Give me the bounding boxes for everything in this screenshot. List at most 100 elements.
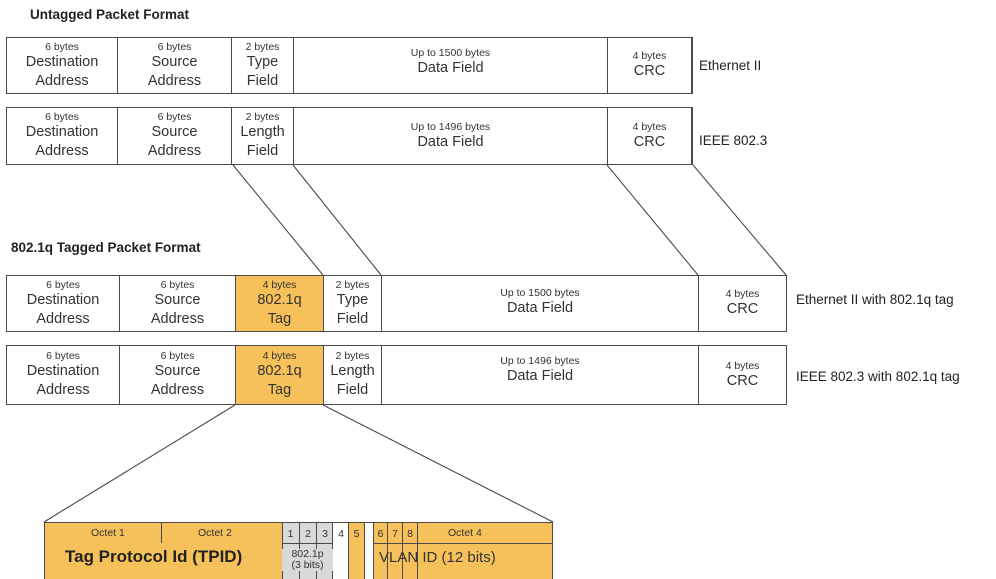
crc-field: 4 bytes CRC <box>608 108 692 164</box>
cfi-bit-area <box>333 523 349 579</box>
length-field: 2 bytes Length Field <box>232 108 294 164</box>
field-size: Up to 1496 bytes <box>410 121 491 133</box>
crc-field: 4 bytes CRC <box>608 38 692 93</box>
dest-address-field: 6 bytes Destination Address <box>7 276 120 331</box>
data-field: Up to 1500 bytes Data Field <box>382 276 699 331</box>
field-size: 4 bytes <box>262 278 297 291</box>
field-size: 4 bytes <box>262 350 297 362</box>
field-size: Up to 1500 bytes <box>410 47 491 59</box>
tpid-label: Tag Protocol Id (TPID) <box>65 547 243 566</box>
field-name: Tag <box>267 382 292 398</box>
source-address-field: 6 bytes Source Address <box>118 108 232 164</box>
field-size: 6 bytes <box>46 278 80 291</box>
row-label: Ethernet II with 802.1q tag <box>796 292 954 307</box>
field-name: Data Field <box>506 368 574 384</box>
field-name: Field <box>336 310 369 327</box>
field-name: Length <box>240 124 285 140</box>
bit-divider <box>282 543 333 544</box>
field-size: Up to 1496 bytes <box>500 355 580 367</box>
priority-name: 802.1p <box>291 548 324 560</box>
bit-8: 8 <box>403 523 418 579</box>
field-name: Address <box>147 143 202 159</box>
field-name: Field <box>246 72 279 89</box>
source-address-field: 6 bytes Source Address <box>118 38 232 93</box>
field-size: 4 bytes <box>632 50 667 62</box>
dest-address-field: 6 bytes Destination Address <box>7 38 118 93</box>
priority-bits: (3 bits) <box>291 559 324 571</box>
bit-4: 4 <box>338 528 344 540</box>
source-address-field: 6 bytes Source Address <box>120 276 236 331</box>
field-name: Source <box>154 291 201 308</box>
data-field: Up to 1500 bytes Data Field <box>294 38 608 93</box>
field-name: Destination <box>25 53 99 70</box>
bit-5: 5 <box>349 523 365 579</box>
field-name: Tag <box>267 310 292 327</box>
field-size: 6 bytes <box>157 111 192 123</box>
gap-area <box>365 523 374 579</box>
bit-7: 7 <box>388 523 403 579</box>
field-name: Destination <box>26 363 100 379</box>
802-1q-tag-field: 4 bytes 802.1q Tag <box>236 276 324 331</box>
field-name: Destination <box>26 291 100 308</box>
octet-divider <box>161 523 162 543</box>
field-name: 802.1q <box>257 291 302 308</box>
field-size: 6 bytes <box>45 111 79 123</box>
octet-2-label: Octet 2 <box>198 527 232 539</box>
field-name: Type <box>336 291 369 308</box>
field-size: 2 bytes <box>245 111 280 123</box>
ethernet-ii-frame: 6 bytes Destination Address 6 bytes Sour… <box>6 37 693 94</box>
field-size: 6 bytes <box>160 350 195 362</box>
type-field: 2 bytes Type Field <box>324 276 382 331</box>
data-field: Up to 1496 bytes Data Field <box>294 108 608 164</box>
bit-divider <box>374 543 418 544</box>
type-field: 2 bytes Type Field <box>232 38 294 93</box>
field-size: 2 bytes <box>245 40 280 53</box>
field-name: Destination <box>25 124 99 140</box>
crc-field: 4 bytes CRC <box>699 346 786 404</box>
dest-address-field: 6 bytes Destination Address <box>7 108 118 164</box>
field-name: Address <box>150 310 205 327</box>
tag-detail-frame: Octet 1 Octet 2 Tag Protocol Id (TPID) 1… <box>44 522 553 579</box>
bit-6: 6 <box>374 523 388 579</box>
field-name: Type <box>246 53 279 70</box>
field-size: Up to 1500 bytes <box>500 287 580 299</box>
ieee-802-3-tagged-frame: 6 bytes Destination Address 6 bytes Sour… <box>6 345 787 405</box>
octet-1-label: Octet 1 <box>91 527 125 539</box>
row-label: Ethernet II <box>699 58 762 73</box>
field-size: 6 bytes <box>45 40 79 53</box>
vlan-id-label: VLAN ID (12 bits) <box>379 549 496 566</box>
field-name: CRC <box>633 133 666 150</box>
dest-address-field: 6 bytes Destination Address <box>7 346 120 404</box>
field-size: 2 bytes <box>335 350 370 362</box>
field-name: Length <box>330 363 375 379</box>
field-name: Address <box>35 72 89 89</box>
field-size: 6 bytes <box>46 350 80 362</box>
row-label: IEEE 802.3 <box>699 133 768 148</box>
crc-field: 4 bytes CRC <box>699 276 786 331</box>
802-1q-tag-field: 4 bytes 802.1q Tag <box>236 346 324 404</box>
length-field: 2 bytes Length Field <box>324 346 382 404</box>
field-size: 6 bytes <box>160 278 195 291</box>
untagged-title: Untagged Packet Format <box>30 7 190 22</box>
field-size: 6 bytes <box>157 40 192 53</box>
tagged-title: 802.1q Tagged Packet Format <box>11 240 201 255</box>
field-name: Data Field <box>506 300 574 316</box>
field-size: 2 bytes <box>335 278 370 291</box>
field-name: Source <box>151 53 198 70</box>
octet-4-divider <box>418 543 552 544</box>
field-name: Address <box>147 72 202 89</box>
field-size: 4 bytes <box>632 120 667 133</box>
field-size: 4 bytes <box>725 359 760 372</box>
field-size: 4 bytes <box>725 288 760 300</box>
ieee-802-3-frame: 6 bytes Destination Address 6 bytes Sour… <box>6 107 693 165</box>
field-name: Field <box>336 382 369 398</box>
field-name: Field <box>246 143 279 159</box>
field-name: Source <box>151 124 198 140</box>
row-label: IEEE 802.3 with 802.1q tag <box>796 369 960 384</box>
source-address-field: 6 bytes Source Address <box>120 346 236 404</box>
ethernet-ii-tagged-frame: 6 bytes Destination Address 6 bytes Sour… <box>6 275 787 332</box>
data-field: Up to 1496 bytes Data Field <box>382 346 699 404</box>
field-name: 802.1q <box>257 363 302 379</box>
field-name: CRC <box>726 372 759 389</box>
